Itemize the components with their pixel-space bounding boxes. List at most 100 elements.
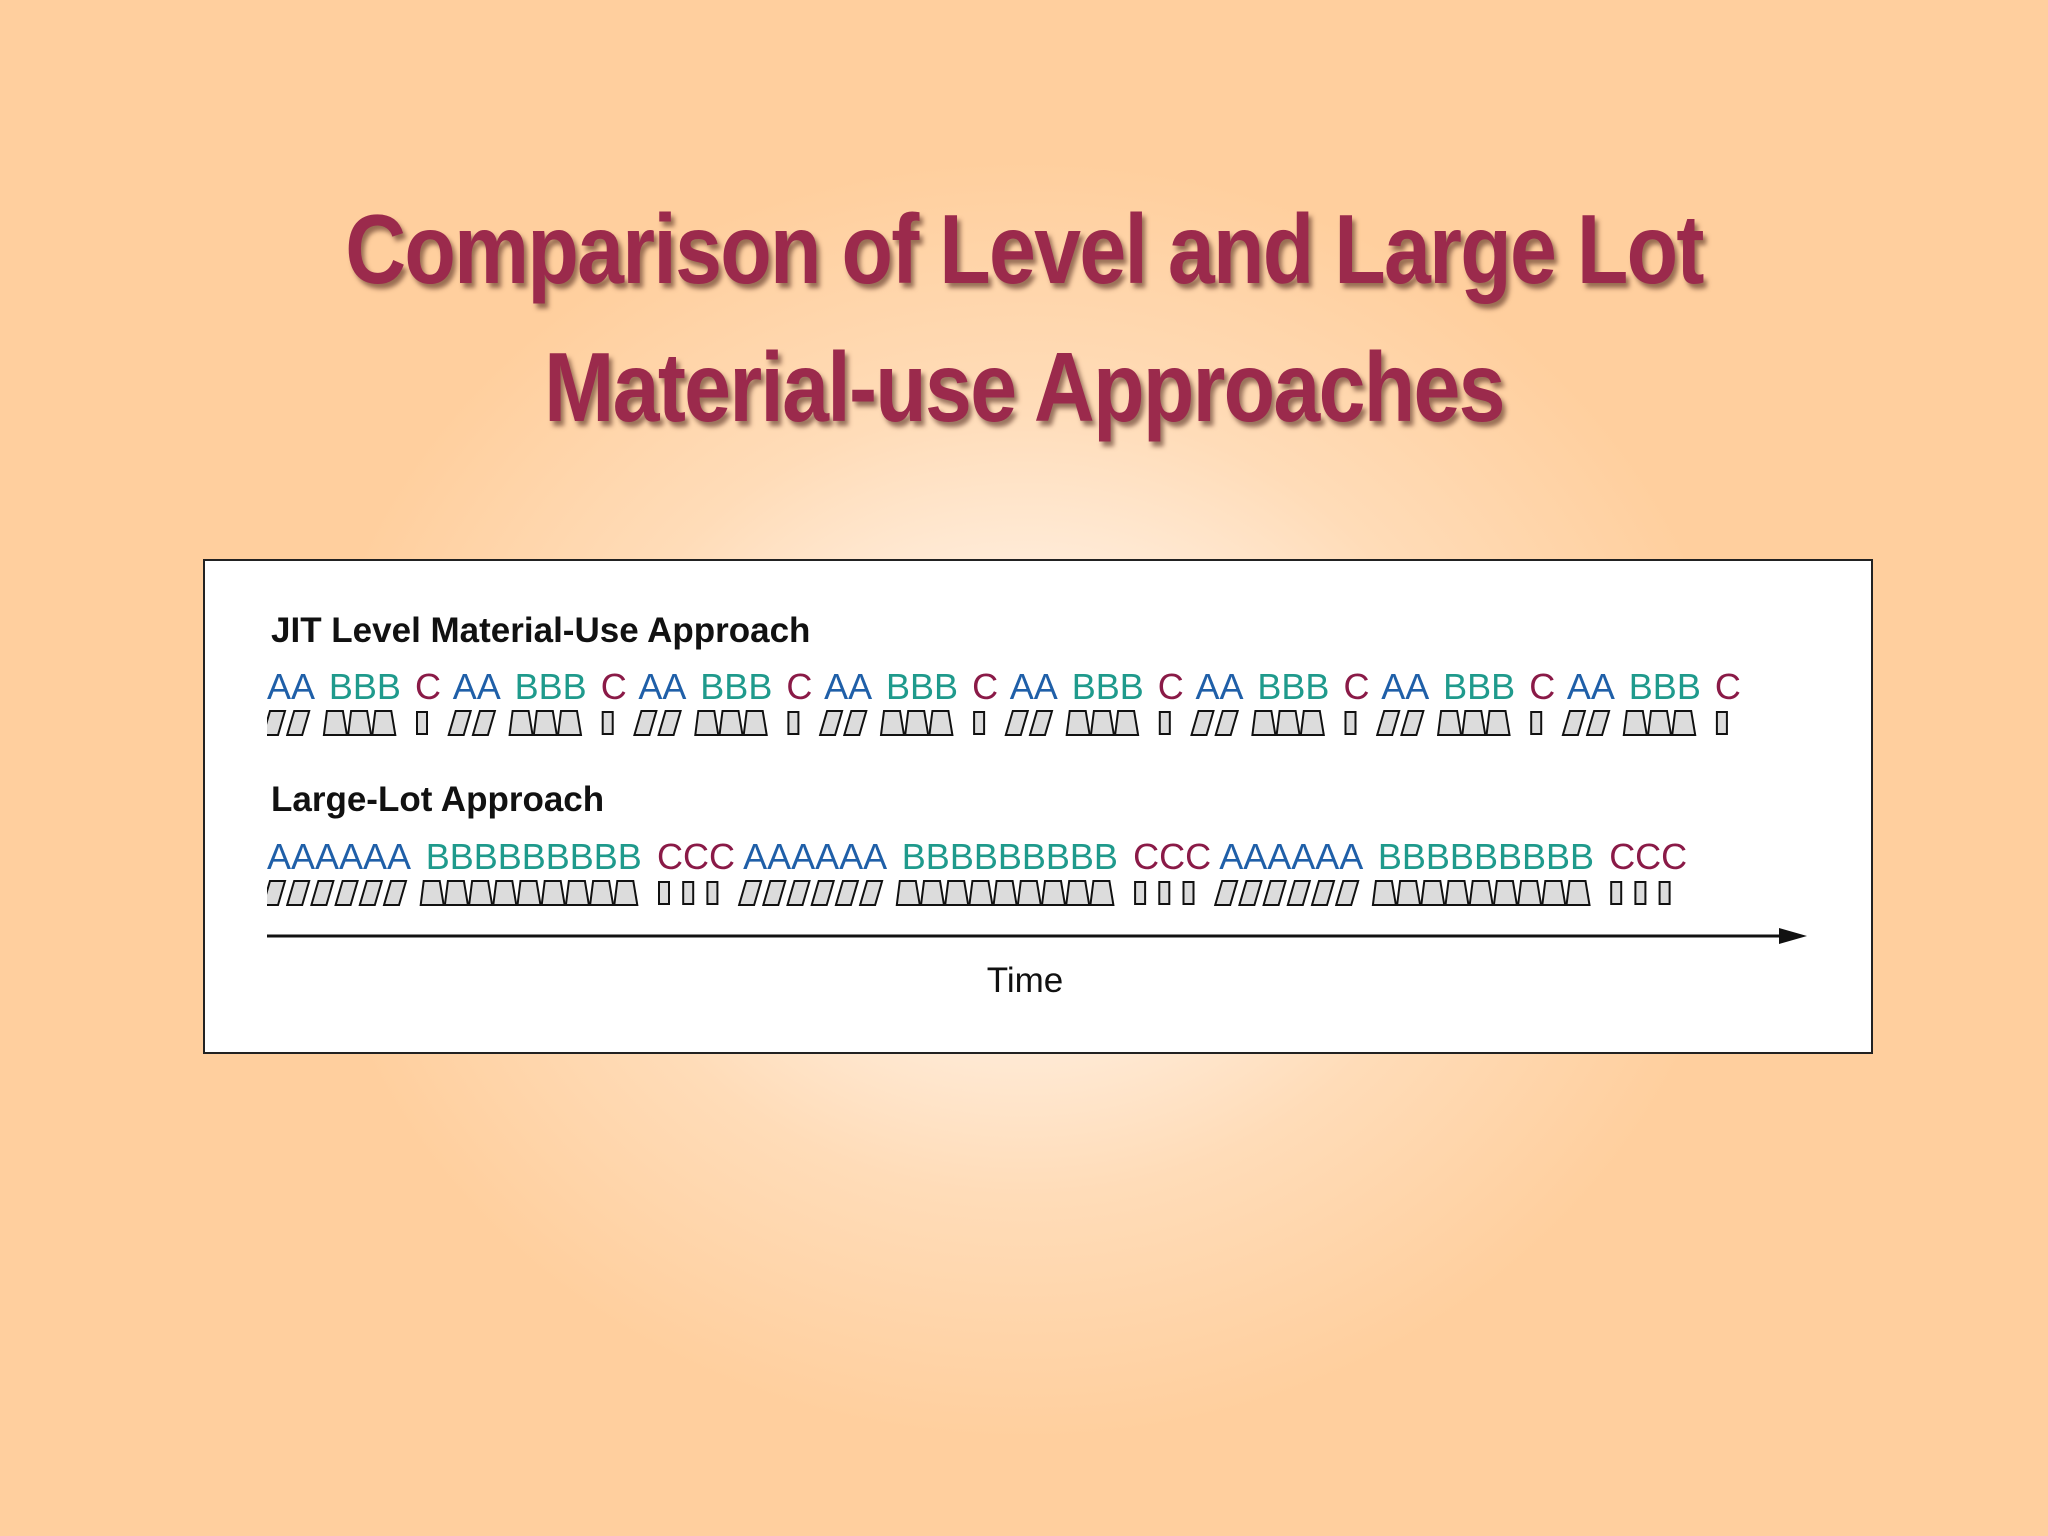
material-letters: C [786,666,812,707]
material-letters: AA [1381,666,1429,707]
material-letters: C [972,666,998,707]
upright-box-icon [973,711,986,735]
upright-box-icon [601,711,614,735]
trapezoid-truck-icon [1485,710,1511,736]
material-group-c: C [601,666,627,735]
material-group-a: AA [1561,666,1615,736]
parallelogram-car-icon [285,710,311,736]
upright-box-icon [1715,711,1728,735]
parallelogram-car-icon [858,880,884,906]
trapezoid-truck-icon [1468,880,1494,906]
material-group-c: C [1158,666,1184,735]
trapezoid-truck-icon [1565,880,1591,906]
upright-box-icon [658,881,670,905]
material-letters: AA [824,666,872,707]
upright-box-icon [416,711,428,735]
trapezoid-truck-icon [1089,710,1116,736]
material-letters: AAAAAA [1219,836,1363,877]
trapezoid-truck-icon [467,880,494,906]
large-lot-heading: Large-Lot Approach [271,780,605,819]
parallelogram-car-icon [1286,880,1312,906]
parallelogram-car-icon [633,710,658,736]
trapezoid-truck-icon [928,710,954,736]
trapezoid-truck-icon [492,880,518,906]
parallelogram-car-icon [285,880,311,906]
trapezoid-truck-icon [1622,710,1648,736]
parallelogram-car-icon [1310,880,1336,906]
parallelogram-car-icon [471,710,497,736]
trapezoid-truck-icon [1516,880,1543,906]
upright-box-icon [1344,711,1357,735]
material-group-a: AA [1190,666,1244,736]
trapezoid-truck-icon [1251,710,1277,736]
material-group-a: AAAAAA [737,836,887,906]
material-letters: BBB [1072,666,1144,707]
material-letters: BBBBBBBBB [426,836,642,877]
time-axis-label: Time [986,961,1064,1000]
trapezoid-truck-icon [419,880,445,906]
trapezoid-truck-icon [1492,880,1519,906]
material-letters: BBB [329,666,401,707]
trapezoid-truck-icon [1461,710,1487,736]
trapezoid-truck-icon [1646,710,1673,736]
material-group-a: AA [1375,666,1429,736]
material-group-b: BBB [508,666,587,736]
parallelogram-car-icon [818,710,844,736]
trapezoid-truck-icon [1016,880,1042,906]
parallelogram-car-icon [1028,710,1054,736]
trapezoid-truck-icon [1541,880,1567,906]
trapezoid-truck-icon [694,710,720,736]
trapezoid-truck-icon [968,880,994,906]
trapezoid-truck-icon [508,710,534,736]
material-letters: AA [638,666,686,707]
trapezoid-truck-icon [1113,710,1140,736]
parallelogram-car-icon [1238,880,1263,906]
material-group-b: BBB [1436,666,1515,736]
material-letters: AA [1010,666,1058,707]
trapezoid-truck-icon [1395,880,1422,906]
material-group-a: AA [1004,666,1058,736]
material-letters: C [415,666,441,707]
parallelogram-car-icon [834,880,860,906]
material-group-a: AAAAAA [267,836,411,906]
upright-box-icon [1658,881,1671,905]
material-letters: BBB [700,666,772,707]
upright-box-icon [1158,881,1171,905]
material-group-c: C [1715,666,1741,735]
material-letters: AA [267,666,315,707]
upright-box-icon [1158,711,1171,735]
parallelogram-car-icon [1213,880,1239,906]
parallelogram-car-icon [358,880,384,906]
trapezoid-truck-icon [322,710,349,736]
material-group-a: AA [267,666,315,736]
jit-heading: JIT Level Material-Use Approach [271,611,811,650]
material-letters: AAAAAA [267,836,411,877]
trapezoid-truck-icon [919,880,946,906]
trapezoid-truck-icon [742,710,768,736]
material-letters: C [1344,666,1370,707]
parallelogram-car-icon [447,710,473,736]
trapezoid-truck-icon [556,710,583,736]
material-group-a: AA [447,666,501,736]
material-group-c: C [415,666,441,735]
material-letters: CCC [1609,836,1687,877]
material-letters: BBBBBBBBB [1378,836,1594,877]
upright-box-icon [1134,881,1147,905]
material-group-b: BBBBBBBBB [419,836,642,906]
trapezoid-truck-icon [944,880,970,906]
parallelogram-car-icon [267,880,287,906]
material-letters: C [1715,666,1741,707]
upright-box-icon [787,711,800,735]
parallelogram-car-icon [842,710,868,736]
parallelogram-car-icon [1334,880,1360,906]
material-group-b: BBB [1622,666,1701,736]
trapezoid-truck-icon [1040,880,1067,906]
material-letters: AA [1567,666,1615,707]
parallelogram-car-icon [1375,710,1401,736]
slide-title: Comparison of Level and Large Lot Materi… [143,180,1904,456]
material-letters: CCC [657,836,735,877]
material-group-c: C [1529,666,1555,735]
